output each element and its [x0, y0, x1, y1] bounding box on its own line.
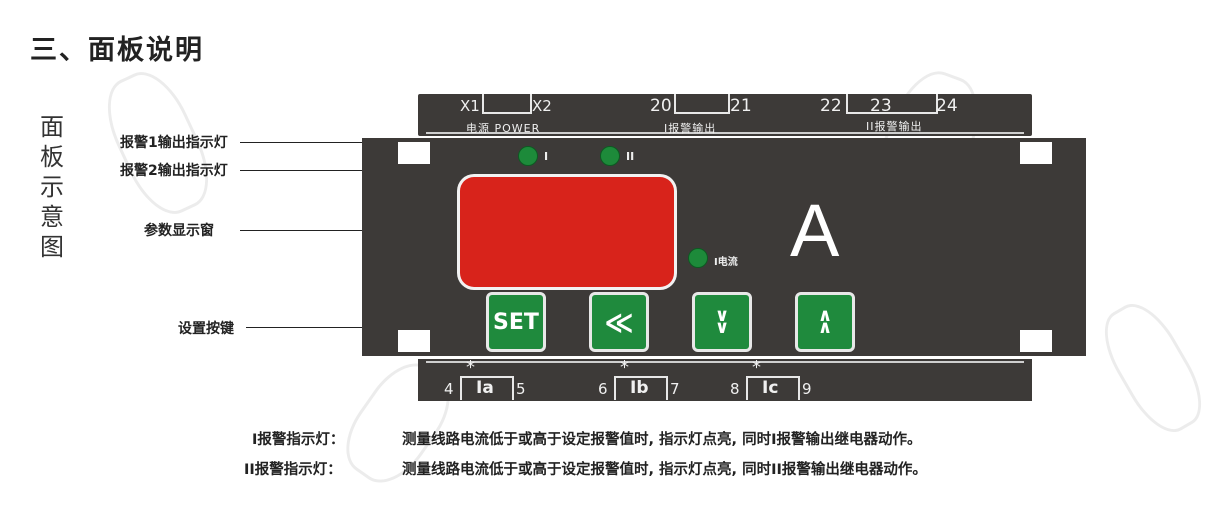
- terminal-star: *: [466, 357, 475, 378]
- alarm2-led-label: II: [626, 150, 635, 163]
- mount-notch: [1020, 142, 1052, 164]
- terminal-8: 8: [730, 380, 740, 398]
- bottom-terminal-strip: [418, 359, 1032, 401]
- terminal-4: 4: [444, 380, 454, 398]
- callout-display: 参数显示窗: [144, 223, 214, 239]
- terminal-bracket-relay1: [674, 94, 730, 114]
- caption-alarm1-label: I报警指示灯：: [252, 432, 345, 448]
- callout-keys: 设置按键: [178, 321, 234, 337]
- caption-alarm2-label: II报警指示灯：: [244, 462, 342, 478]
- relay1-label: I报警输出: [664, 122, 717, 135]
- terminal-6: 6: [598, 380, 608, 398]
- power-label: 电源 POWER: [466, 122, 541, 135]
- alarm1-led: [518, 146, 538, 166]
- top-terminal-strip: [418, 94, 1032, 136]
- terminal-x1: X1: [460, 97, 480, 115]
- terminal-ia: Ia: [476, 378, 494, 398]
- caption-alarm1-text: 测量线路电流低于或高于设定报警值时, 指示灯点亮, 同时I报警输出继电器动作。: [402, 432, 922, 448]
- strip-divider: [426, 132, 1024, 134]
- terminal-7: 7: [670, 380, 680, 398]
- mount-notch: [1020, 330, 1052, 352]
- terminal-bracket-ia: [460, 376, 514, 400]
- callout-alarm2: 报警2输出指示灯: [120, 163, 228, 179]
- caption-alarm2-text: 测量线路电流低于或高于设定报警值时, 指示灯点亮, 同时II报警输出继电器动作。: [402, 462, 927, 478]
- set-button[interactable]: SET: [486, 292, 546, 352]
- chevron-down-icon: ∨: [714, 305, 730, 326]
- terminal-bracket-ib: [614, 376, 668, 400]
- callout-alarm1: 报警1输出指示灯: [120, 135, 228, 151]
- terminal-ic: Ic: [762, 378, 779, 398]
- terminal-x2: X2: [532, 97, 552, 115]
- terminal-5: 5: [516, 380, 526, 398]
- current-led: [688, 248, 708, 268]
- mount-notch: [398, 330, 430, 352]
- watermark-shape: [1090, 292, 1208, 444]
- terminal-ib: Ib: [630, 378, 649, 398]
- terminal-bracket-relay2: [846, 94, 938, 114]
- chevron-up-icon: ∧: [817, 317, 833, 338]
- terminal-bracket-ic: [746, 376, 800, 400]
- terminal-20: 20: [650, 96, 672, 116]
- relay2-label: II报警输出: [866, 120, 923, 133]
- terminal-9: 9: [802, 380, 812, 398]
- parameter-display: [460, 177, 674, 287]
- down-button[interactable]: ∨ ∨: [692, 292, 752, 352]
- terminal-24: 24: [936, 96, 958, 116]
- alarm2-led: [600, 146, 620, 166]
- terminal-23: 23: [870, 96, 892, 116]
- terminal-star: *: [752, 357, 761, 378]
- strip-divider: [426, 361, 1024, 363]
- page-title: 三、面板说明: [30, 35, 204, 66]
- terminal-22: 22: [820, 96, 842, 116]
- mount-notch: [398, 142, 430, 164]
- unit-label: A: [790, 189, 840, 272]
- up-button[interactable]: ∧ ∧: [795, 292, 855, 352]
- chevron-down-icon: ∨: [714, 317, 730, 338]
- shift-button[interactable]: ≪: [589, 292, 649, 352]
- chevron-up-icon: ∧: [817, 305, 833, 326]
- side-title: 面 板 示 意 图: [40, 113, 64, 261]
- alarm1-led-label: I: [544, 150, 549, 163]
- terminal-21: 21: [730, 96, 752, 116]
- current-led-label: I电流: [714, 257, 738, 268]
- terminal-star: *: [620, 357, 629, 378]
- terminal-bracket-power: [482, 94, 532, 114]
